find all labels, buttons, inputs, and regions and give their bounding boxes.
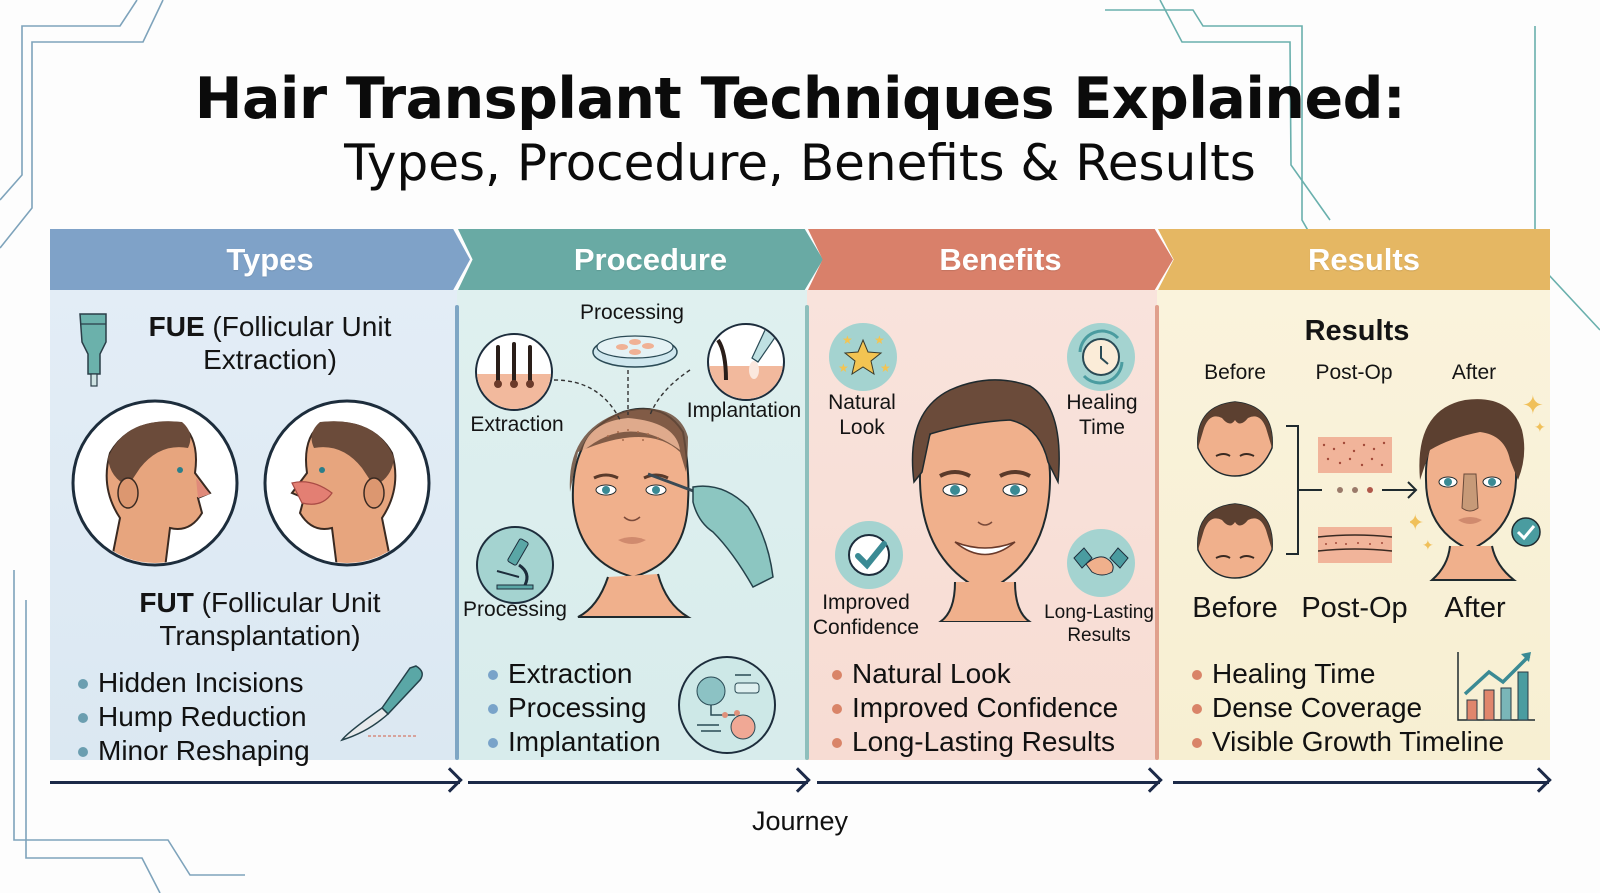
- svg-text:★: ★: [874, 333, 885, 347]
- svg-text:✦: ✦: [1534, 420, 1546, 436]
- header-results: Results: [1158, 229, 1550, 290]
- list-item: Implantation: [486, 725, 661, 759]
- punch-tool-icon: [79, 313, 107, 387]
- svg-text:★: ★: [838, 361, 849, 375]
- results-label-after-bottom: After: [1444, 592, 1506, 624]
- microscope-icon: [476, 526, 554, 604]
- journey-arrow-3: [1137, 767, 1163, 793]
- types-bullet-list: Hidden Incisions Hump Reduction Minor Re…: [76, 666, 310, 768]
- journey-axis-segment-1: [50, 781, 460, 784]
- journey-axis-segment-2: [468, 781, 808, 784]
- results-subheading: Results: [1304, 315, 1410, 347]
- divider-results: [1155, 305, 1159, 760]
- profile-face-graft-icon: [263, 399, 431, 567]
- svg-text:★: ★: [842, 333, 853, 347]
- header-procedure: Procedure: [458, 229, 823, 290]
- svg-text:✦: ✦: [1522, 391, 1544, 421]
- header-types: Types: [50, 229, 470, 290]
- follicle-extraction-icon: [475, 333, 553, 411]
- procedure-label-implantation: Implantation: [686, 399, 802, 422]
- journey-arrow-4: [1526, 767, 1552, 793]
- profile-face-icon: [71, 399, 239, 567]
- list-item: Healing Time: [1190, 657, 1504, 691]
- list-item: Processing: [486, 691, 661, 725]
- list-item: Dense Coverage: [1190, 691, 1504, 725]
- list-item: Extraction: [486, 657, 661, 691]
- divider-procedure: [455, 305, 459, 760]
- results-bullet-list: Healing Time Dense Coverage Visible Grow…: [1190, 657, 1504, 759]
- divider-benefits: [805, 305, 809, 760]
- svg-text:✦: ✦: [1410, 511, 1424, 536]
- page-subtitle: Types, Procedure, Benefits & Results: [344, 134, 1256, 192]
- results-label-before-top: Before: [1204, 361, 1266, 384]
- results-label-before-bottom: Before: [1192, 592, 1278, 624]
- stars-icon: ★ ★ ★ ★: [829, 323, 897, 391]
- results-label-after-top: After: [1451, 361, 1497, 384]
- list-item: Minor Reshaping: [76, 734, 310, 768]
- scalp-strip-postop-icon: [1318, 527, 1392, 563]
- svg-text:✦: ✦: [1422, 538, 1434, 554]
- bracket-arrow-connector: [1286, 425, 1418, 555]
- journey-axis-label: Journey: [751, 806, 849, 836]
- procedure-label-extraction: Extraction: [470, 413, 564, 436]
- benefit-label-natural-look: Natural Look: [828, 391, 896, 439]
- clock-cycle-icon: [1067, 323, 1135, 391]
- journey-arrow-1: [437, 767, 463, 793]
- balding-head-before-icon-2: [1197, 503, 1273, 579]
- balding-head-before-icon: [1197, 401, 1273, 477]
- journey-axis-segment-3: [817, 781, 1160, 784]
- benefits-bullet-list: Natural Look Improved Confidence Long-La…: [830, 657, 1118, 759]
- benefit-label-healing-time: Healing Time: [1066, 391, 1138, 439]
- list-item: Visible Growth Timeline: [1190, 725, 1504, 759]
- header-benefits: Benefits: [808, 229, 1173, 290]
- fue-title: FUE (Follicular Unit Extraction): [148, 311, 392, 375]
- procedure-bullet-list: Extraction Processing Implantation: [486, 657, 661, 759]
- growth-chart-icon: [1457, 652, 1535, 721]
- list-item: Hump Reduction: [76, 700, 310, 734]
- journey-axis-segment-4: [1173, 781, 1549, 784]
- after-face-icon: ✦ ✦ ✦ ✦: [1410, 391, 1546, 581]
- results-label-postop-top: Post-Op: [1315, 361, 1393, 384]
- procedure-label-processing-bottom: Processing: [463, 598, 567, 621]
- patient-face-icon: [569, 407, 774, 618]
- scalpel-icon: [340, 665, 423, 742]
- checkmark-icon: [835, 521, 903, 589]
- procedure-label-processing-top: Processing: [580, 301, 684, 324]
- page-title: Hair Transplant Techniques Explained:: [194, 66, 1406, 132]
- results-label-postop-bottom: Post-Op: [1301, 592, 1408, 624]
- smiling-patient-face-icon: [911, 379, 1060, 622]
- scalp-connector-lines: [553, 369, 691, 421]
- scalp-dots-postop-icon: [1318, 437, 1392, 473]
- handshake-icon: [1067, 529, 1135, 597]
- list-item: Natural Look: [830, 657, 1118, 691]
- benefit-label-confidence: Improved Confidence: [812, 591, 920, 639]
- list-item: Improved Confidence: [830, 691, 1118, 725]
- lab-analysis-icon: [678, 656, 776, 754]
- implantation-icon: [707, 323, 785, 401]
- list-item: Hidden Incisions: [76, 666, 310, 700]
- list-item: Long-Lasting Results: [830, 725, 1118, 759]
- svg-text:★: ★: [880, 361, 891, 375]
- petri-dish-icon: [592, 335, 678, 368]
- journey-arrow-2: [785, 767, 811, 793]
- benefit-label-long-lasting: Long-Lasting Results: [1044, 602, 1154, 646]
- fut-title: FUT (Follicular Unit Transplantation): [139, 587, 381, 651]
